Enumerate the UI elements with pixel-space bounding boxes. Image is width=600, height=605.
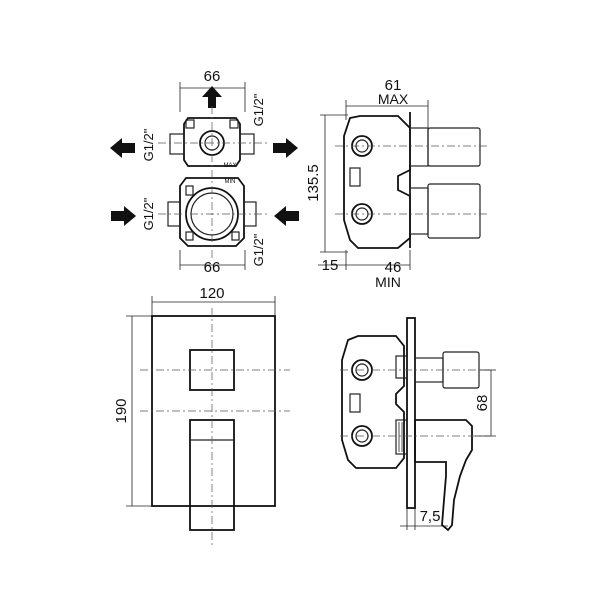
thread-label-bottom-right: G1/2" <box>251 233 266 266</box>
dim-61-max: MAX <box>378 91 409 107</box>
dim-61: 61 <box>385 77 402 94</box>
inlet-arrow-right-icon <box>111 206 136 226</box>
dim-120: 120 <box>199 285 224 302</box>
mixer-assembly-side-view: 68 7,5 <box>340 317 496 532</box>
outlet-arrow-left-icon <box>110 138 135 158</box>
inlet-arrow-left-icon <box>274 206 299 226</box>
valve-body-side-view: 61 MAX 135.5 15 46 MIN <box>305 77 490 290</box>
dim-46-min: MIN <box>375 274 401 290</box>
dim-46: 46 <box>385 259 402 276</box>
dim-135-5: 135.5 <box>305 164 322 202</box>
valve-body-front-view: 66 G1/2" MAX MIN <box>110 68 299 276</box>
min-marking: MIN <box>225 179 236 185</box>
dim-190: 190 <box>113 398 130 423</box>
thread-label-left-upper: G1/2" <box>141 128 156 161</box>
max-marking: MAX <box>223 163 236 169</box>
dim-7-5: 7,5 <box>420 508 441 525</box>
thread-label-left-lower: G1/2" <box>141 197 156 230</box>
outlet-arrow-right-icon <box>273 138 298 158</box>
dim-66-bottom: 66 <box>204 259 221 276</box>
trim-plate-front-view: 120 190 <box>113 285 290 545</box>
outlet-arrow-up-icon <box>202 86 222 108</box>
dim-68: 68 <box>474 395 491 412</box>
thread-label-top: G1/2" <box>251 93 266 126</box>
dim-66-top: 66 <box>204 68 221 85</box>
dim-15: 15 <box>322 257 339 274</box>
